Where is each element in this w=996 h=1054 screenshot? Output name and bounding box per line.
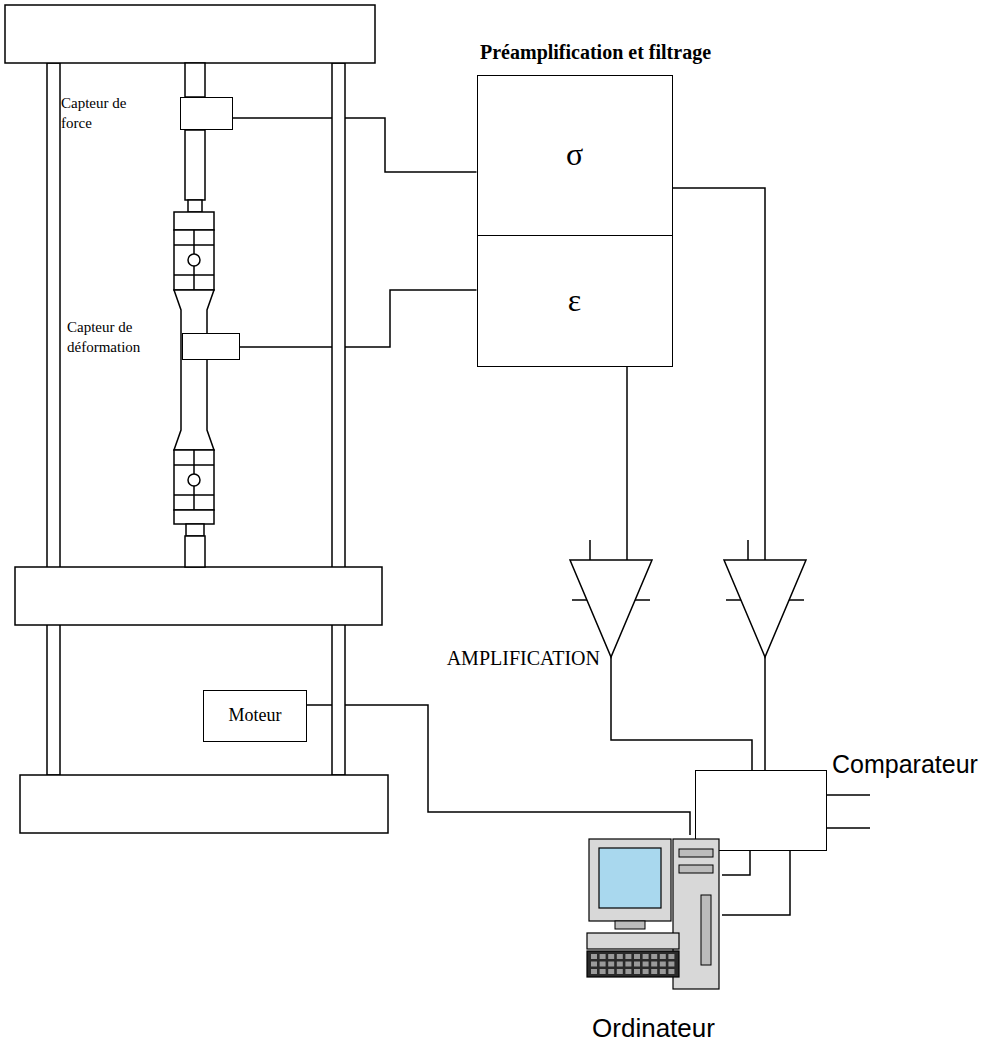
key <box>651 962 657 967</box>
signal-wire <box>240 290 477 347</box>
coupling <box>188 200 202 212</box>
computer: Ordinateur <box>585 835 722 995</box>
key <box>617 954 623 959</box>
signal-wire <box>722 851 790 915</box>
key <box>600 969 606 974</box>
computer-part <box>615 921 645 929</box>
computer-part <box>679 865 713 873</box>
key <box>668 962 674 967</box>
amplifier-symbol: AMPLIFICATION <box>570 560 652 657</box>
label-text: Ordinateur <box>592 1013 715 1044</box>
pin <box>188 254 200 266</box>
sensor-box: Capteur de déformation <box>182 333 240 360</box>
label-text: Moteur <box>229 705 282 727</box>
key <box>634 954 640 959</box>
rod <box>185 536 205 567</box>
signal-wire <box>626 367 628 561</box>
computer-part <box>587 951 679 977</box>
computer-part <box>599 848 661 908</box>
amplifier-symbol <box>724 560 806 657</box>
rod <box>185 130 205 200</box>
signal-wire <box>611 657 752 770</box>
rod <box>185 63 205 97</box>
label-text: Capteur de force <box>61 94 153 133</box>
label-text: σ <box>566 137 583 172</box>
amplifier-outline <box>570 560 652 657</box>
key <box>634 962 640 967</box>
top-plate <box>5 5 375 63</box>
key <box>668 969 674 974</box>
key <box>625 969 631 974</box>
signal-wire <box>722 851 750 875</box>
key <box>600 954 606 959</box>
key <box>634 969 640 974</box>
computer-part <box>587 933 679 949</box>
strain-channel: ε <box>477 235 673 367</box>
coupling <box>186 524 204 536</box>
column <box>332 63 345 775</box>
key <box>643 969 649 974</box>
grip-lines <box>174 230 214 510</box>
key <box>651 969 657 974</box>
specimen <box>174 290 214 450</box>
label-text: Préamplification et filtrage <box>480 40 711 64</box>
amplifier-triangle <box>570 560 652 657</box>
stress-channel: σ <box>477 75 673 235</box>
label-text: ε <box>568 283 581 318</box>
computer-icon <box>585 835 722 995</box>
key <box>591 954 597 959</box>
key <box>600 962 606 967</box>
computer-part <box>589 839 671 921</box>
pin <box>188 474 200 486</box>
column <box>47 63 60 775</box>
label-text: Comparateur <box>832 749 978 779</box>
crosshead <box>15 567 382 625</box>
computer-part <box>701 895 711 965</box>
key <box>643 954 649 959</box>
key <box>608 969 614 974</box>
base-plate <box>20 775 388 833</box>
computer-part <box>673 839 719 989</box>
key <box>625 954 631 959</box>
key <box>608 962 614 967</box>
key <box>617 962 623 967</box>
signal-wire <box>673 188 766 770</box>
key <box>651 954 657 959</box>
key <box>660 954 666 959</box>
key <box>660 969 666 974</box>
key <box>591 962 597 967</box>
signal-wire <box>233 118 477 172</box>
conditioning-box: Préamplification et filtrageσε <box>477 75 673 367</box>
label-text: Capteur de déformation <box>67 318 167 357</box>
key <box>591 969 597 974</box>
motor-box: Moteur <box>203 690 307 742</box>
label-text: AMPLIFICATION <box>447 646 600 670</box>
key <box>668 954 674 959</box>
computer-part <box>679 849 713 857</box>
key <box>643 962 649 967</box>
key <box>608 954 614 959</box>
key <box>625 962 631 967</box>
key <box>660 962 666 967</box>
grip <box>174 212 214 230</box>
key <box>617 969 623 974</box>
grip <box>174 510 214 524</box>
sensor-box: Capteur de force <box>180 97 233 130</box>
